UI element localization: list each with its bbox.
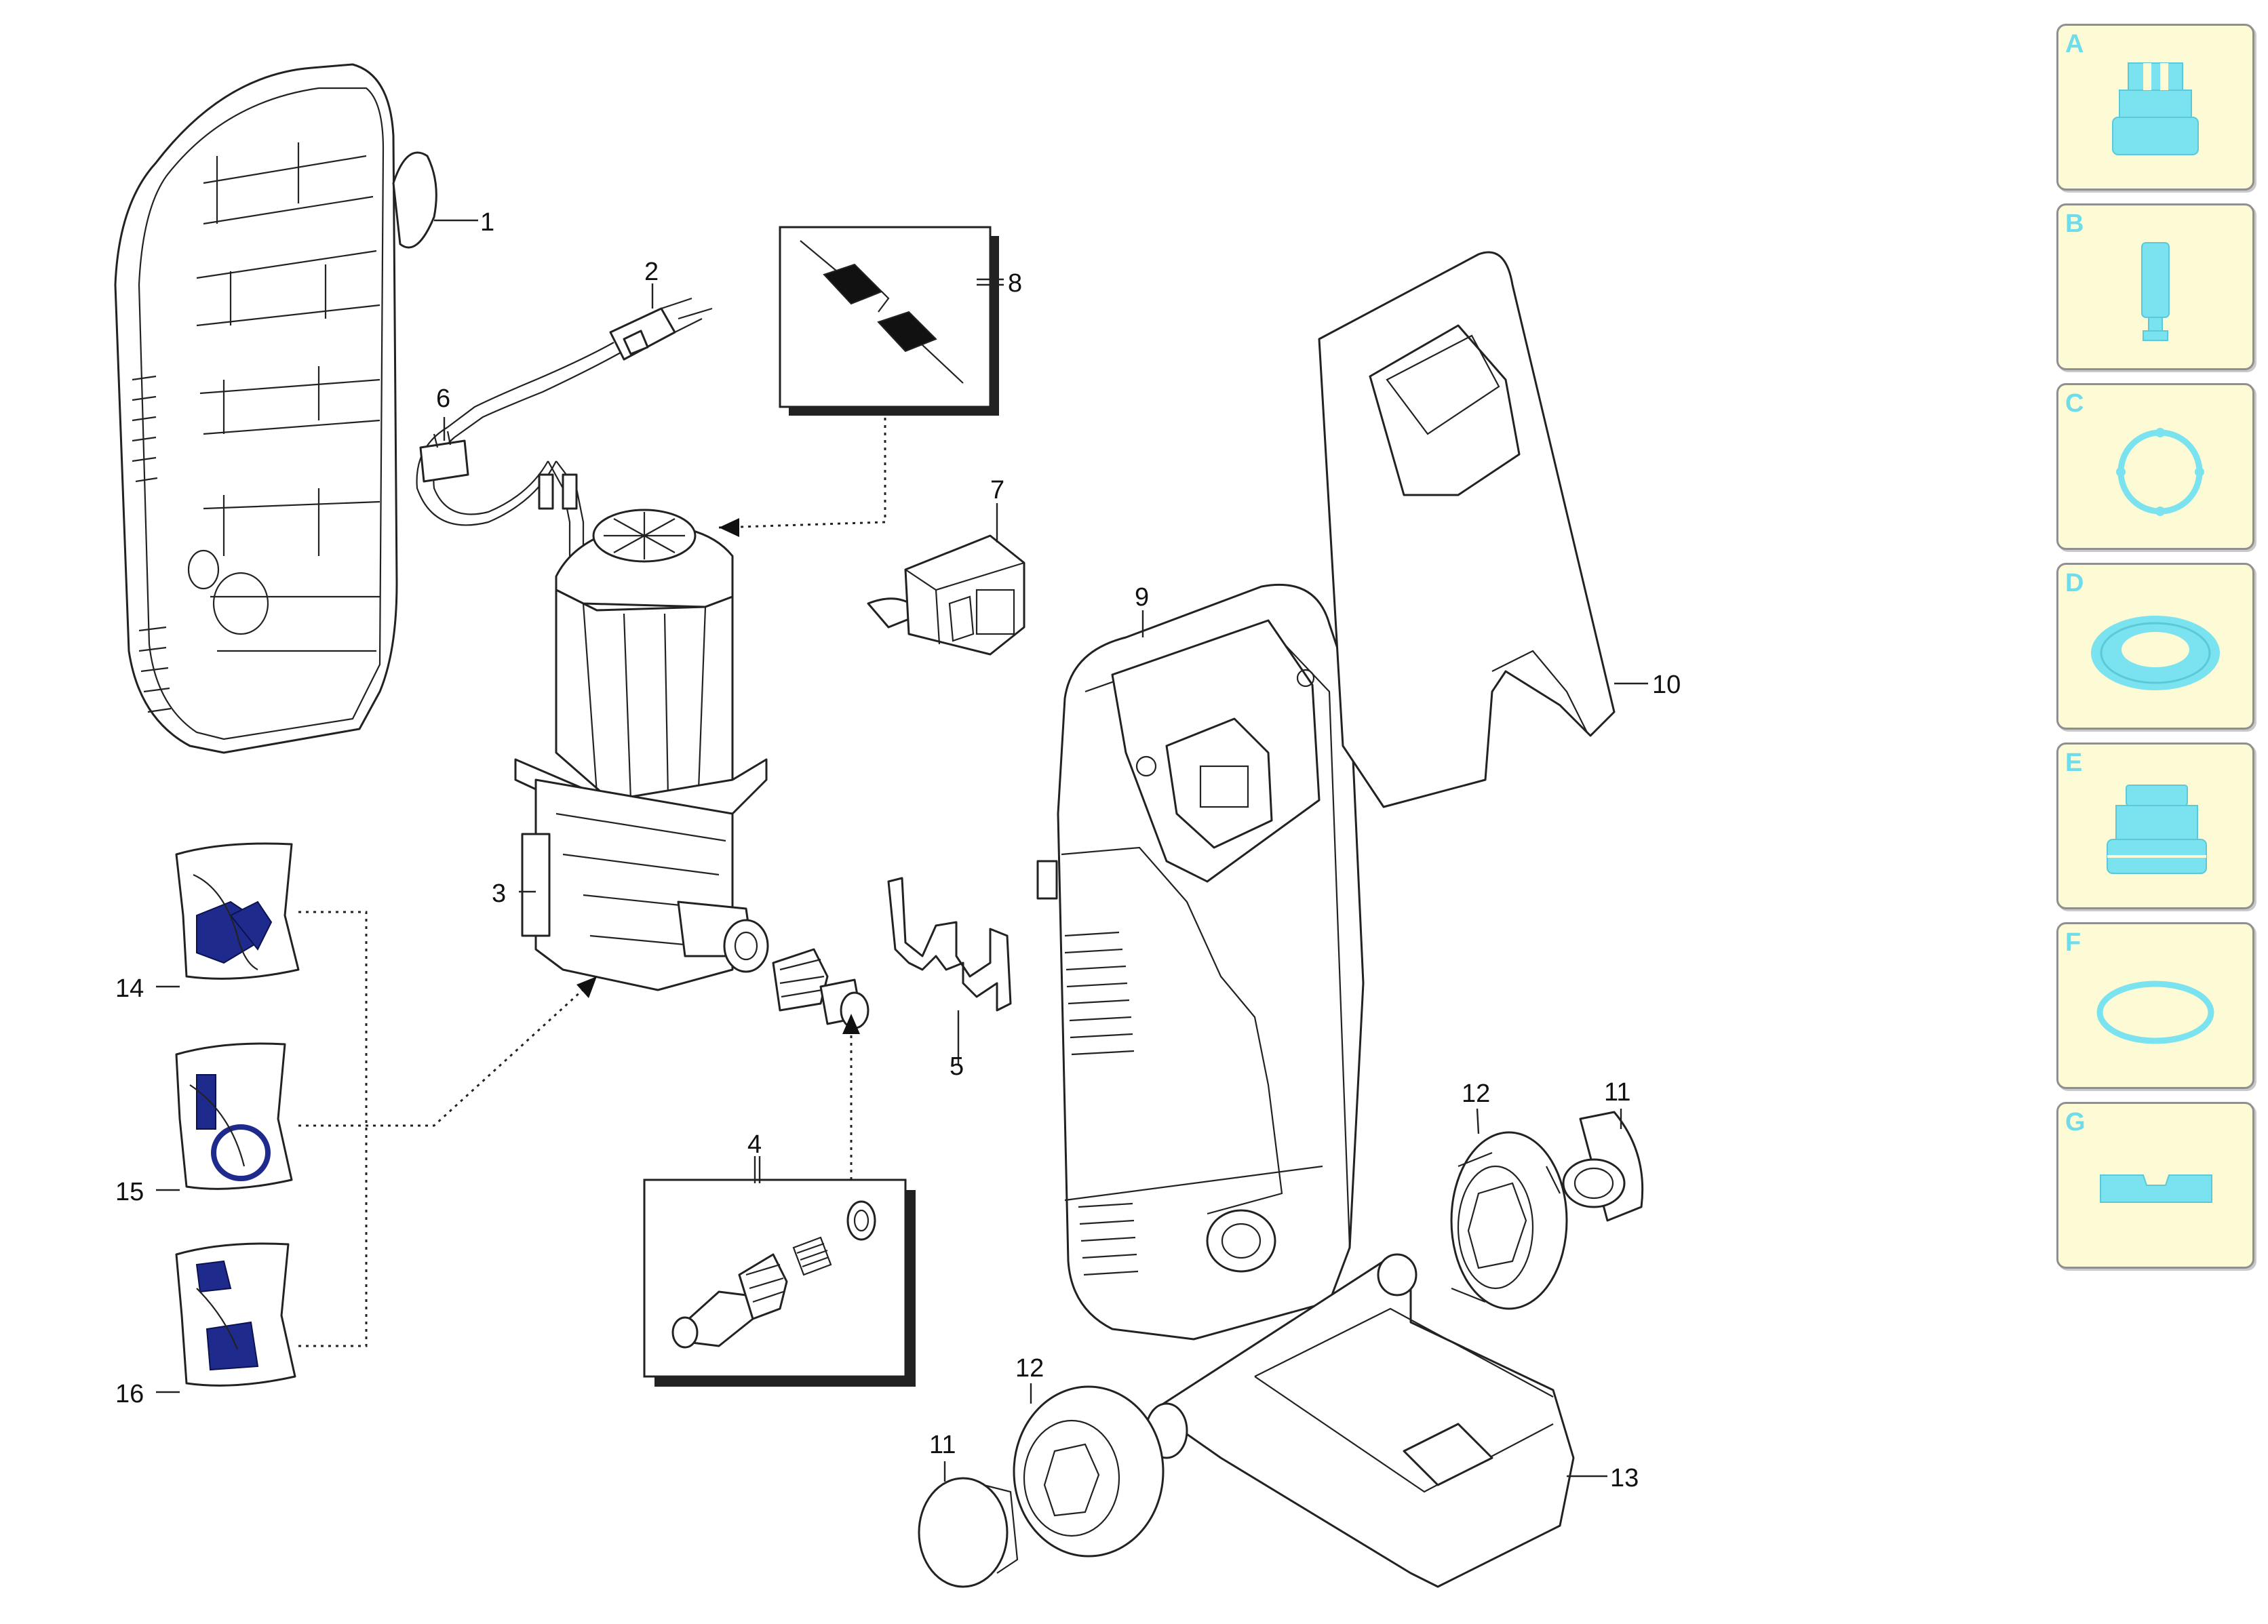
front-housing-part[interactable]: [1036, 583, 1365, 1341]
legend-letter: F: [2065, 928, 2081, 957]
legend-item-g[interactable]: G: [2056, 1102, 2254, 1269]
callout-7: 7: [990, 476, 1004, 504]
o-ring-icon: [2096, 981, 2214, 1044]
rear-housing-part[interactable]: [114, 63, 437, 754]
power-cord-part[interactable]: [416, 297, 713, 563]
callout-12-left: 12: [1015, 1354, 1044, 1383]
switch-part[interactable]: [867, 534, 1025, 656]
accessory-kit-16[interactable]: [175, 1242, 296, 1387]
accessory-kit-14[interactable]: [175, 842, 300, 980]
callout-12-right: 12: [1462, 1080, 1490, 1108]
wheel-right-part[interactable]: [1450, 1131, 1568, 1310]
bracket-clip-icon: [2100, 1174, 2212, 1203]
legend-letter: D: [2065, 569, 2084, 597]
coupling-nut-icon: [2107, 785, 2207, 874]
legend-item-a[interactable]: A: [2056, 24, 2254, 191]
legend-item-d[interactable]: D: [2056, 563, 2254, 730]
accessory-kit-15[interactable]: [175, 1042, 293, 1190]
legend-item-c[interactable]: C: [2056, 383, 2254, 550]
handle-cover-part[interactable]: [1318, 251, 1616, 808]
hub-cap-right-part[interactable]: [1562, 1111, 1644, 1222]
leader-lines: [156, 219, 1648, 1482]
callout-14: 14: [115, 974, 144, 1003]
legend-item-e[interactable]: E: [2056, 742, 2254, 909]
callout-11-right: 11: [1604, 1078, 1630, 1107]
gasket-seal-icon: [2091, 616, 2220, 690]
carbon-brushes-part[interactable]: [779, 226, 999, 416]
legend-item-f[interactable]: F: [2056, 922, 2254, 1089]
callout-5: 5: [950, 1052, 964, 1081]
hose-clip-part[interactable]: [887, 877, 1012, 1012]
legend-letter: A: [2065, 30, 2084, 58]
wheel-left-part[interactable]: [1013, 1385, 1165, 1558]
reference-lines: [298, 410, 886, 1347]
inlet-connector-kit-part[interactable]: [643, 1179, 916, 1387]
water-inlet-coupling-part[interactable]: [772, 948, 869, 1029]
legend-item-b[interactable]: B: [2056, 203, 2254, 370]
callout-labels: 1 2 3 4 5 6 7 8 9 10 11 11 12 12 13 14 1…: [115, 208, 1681, 1492]
callout-11-left: 11: [929, 1431, 956, 1459]
legend-letter: E: [2065, 749, 2083, 777]
callout-9: 9: [1135, 583, 1149, 612]
callout-13: 13: [1610, 1464, 1639, 1492]
legend-letter: B: [2065, 210, 2084, 238]
hub-cap-left-part[interactable]: [918, 1477, 1019, 1588]
motor-pump-part[interactable]: [514, 509, 769, 991]
callout-1: 1: [480, 208, 494, 237]
filter-insert-icon: [2141, 242, 2170, 341]
callout-8: 8: [1008, 269, 1022, 298]
callout-4: 4: [747, 1130, 762, 1159]
callout-6: 6: [436, 384, 450, 413]
callout-16: 16: [115, 1380, 144, 1408]
flat-ring-icon: [2116, 428, 2204, 516]
nozzle-connector-icon: [2112, 62, 2199, 155]
callout-3: 3: [492, 879, 506, 908]
legend-letter: C: [2065, 389, 2084, 418]
legend-letter: G: [2065, 1108, 2086, 1136]
callout-10: 10: [1652, 671, 1681, 699]
callout-15: 15: [115, 1178, 144, 1206]
callout-2: 2: [644, 258, 659, 286]
